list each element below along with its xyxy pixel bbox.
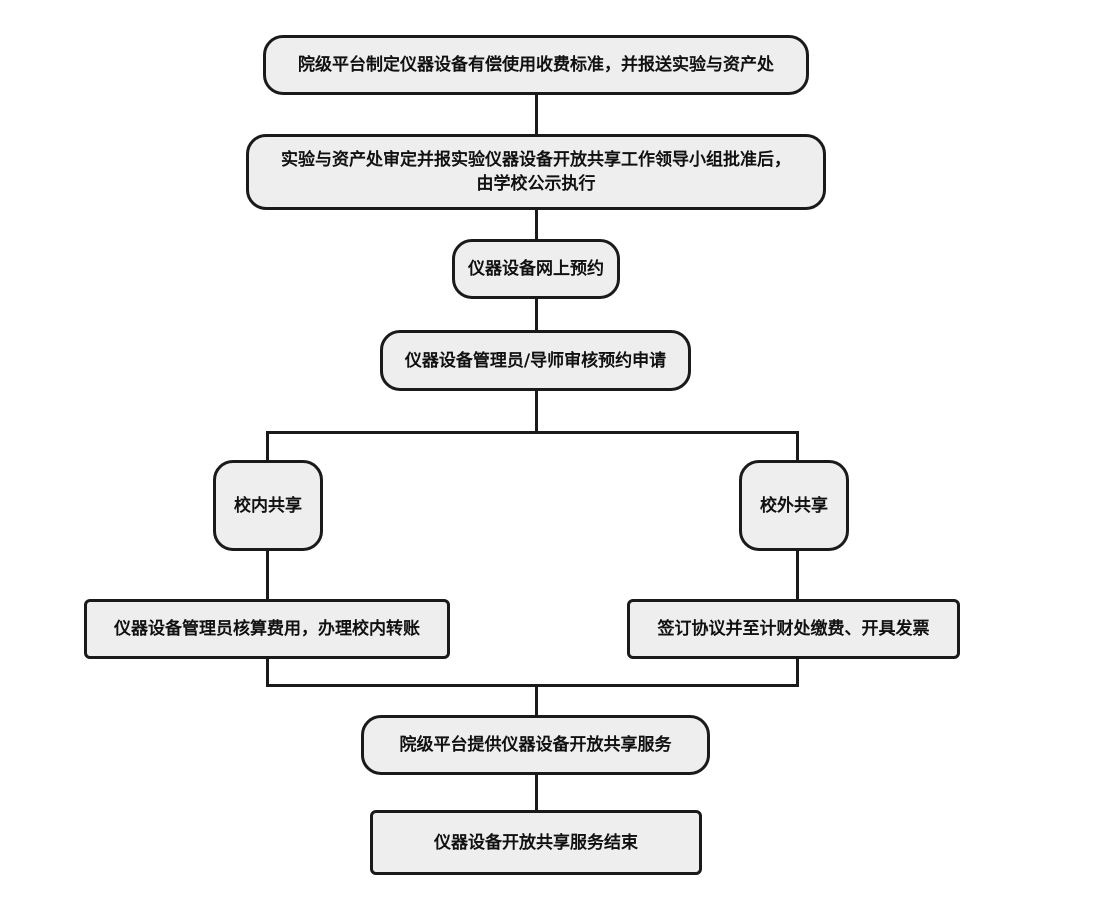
step-approval-and-publish: 实验与资产处审定并报实验仪器设备开放共享工作领导小组批准后， 由学校公示执行 [246,134,826,210]
connector-merge-s5 [535,684,538,717]
connector-right-action-merge [796,657,799,687]
branch-external-sharing: 校外共享 [739,460,849,551]
connector-split-left [266,431,269,462]
connector-right-branch-action [796,549,799,601]
step-provide-service-text: 院级平台提供仪器设备开放共享服务 [399,735,672,755]
step-external-payment-text: 签订协议并至计财处缴费、开具发票 [657,619,930,639]
step-external-payment: 签订协议并至计财处缴费、开具发票 [627,599,960,659]
step-online-reservation: 仪器设备网上预约 [452,239,620,299]
branch-external-sharing-text: 校外共享 [760,495,828,516]
connector-s4-split [535,389,538,434]
split-horizontal-line [266,431,799,434]
step-service-end-text: 仪器设备开放共享服务结束 [434,832,638,853]
step-set-fee-standard: 院级平台制定仪器设备有偿使用收费标准，并报送实验与资产处 [263,35,809,95]
step-internal-transfer: 仪器设备管理员核算费用，办理校内转账 [84,599,450,659]
connector-s3-s4 [535,297,538,332]
connector-left-branch-action [266,549,269,601]
connector-s5-s6 [535,773,538,812]
step-review-reservation: 仪器设备管理员/导师审核预约申请 [380,330,691,391]
step-review-reservation-text: 仪器设备管理员/导师审核预约申请 [404,350,667,371]
step-approval-text-line1: 实验与资产处审定并报实验仪器设备开放共享工作领导小组批准后， [281,150,791,170]
branch-internal-sharing: 校内共享 [213,460,323,551]
step-online-reservation-text: 仪器设备网上预约 [468,259,604,279]
connector-s1-s2 [535,93,538,136]
connector-left-action-merge [266,657,269,687]
step-internal-transfer-text: 仪器设备管理员核算费用，办理校内转账 [114,619,420,639]
step-provide-service: 院级平台提供仪器设备开放共享服务 [361,715,710,775]
step-set-fee-standard-text: 院级平台制定仪器设备有偿使用收费标准，并报送实验与资产处 [298,55,774,75]
step-service-end: 仪器设备开放共享服务结束 [370,810,702,875]
connector-split-right [796,431,799,462]
step-approval-text-line2: 由学校公示执行 [476,174,596,194]
branch-internal-sharing-text: 校内共享 [234,495,302,516]
connector-s2-s3 [535,208,538,241]
merge-horizontal-line [266,684,799,687]
